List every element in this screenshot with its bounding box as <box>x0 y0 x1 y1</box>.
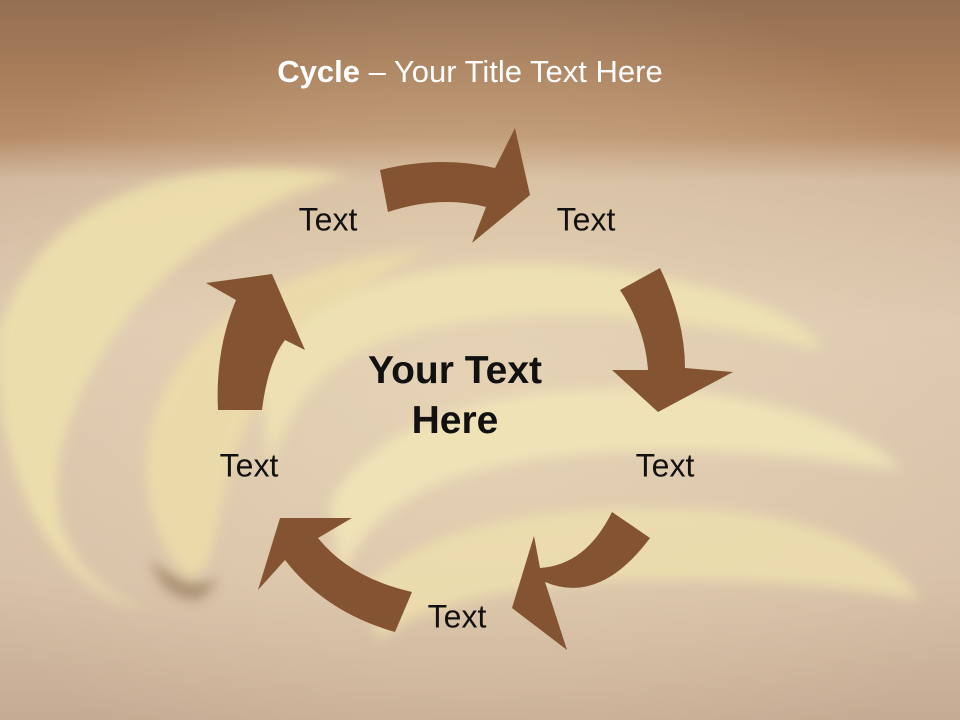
step-label-right: Text <box>635 447 695 484</box>
cycle-arrow-upper-right <box>612 268 733 412</box>
center-text-line2: Here <box>411 399 499 442</box>
center-text-line1: Your Text <box>367 349 543 393</box>
cycle-arrow-left <box>206 274 305 410</box>
step-label-left: Text <box>219 447 279 484</box>
title-rest: – Your Title Text Here <box>360 54 663 89</box>
center-text: Your Text Here <box>325 346 585 446</box>
cycle-arrow-lower-right <box>512 512 650 650</box>
title-bold: Cycle <box>277 54 360 89</box>
step-label-top-right: Text <box>556 201 616 238</box>
step-label-bottom: Text <box>427 598 487 635</box>
cycle-arrow-lower-left <box>258 518 412 632</box>
cycle-arrow-top <box>380 128 530 243</box>
cycle-arrows <box>206 128 733 650</box>
slide-title: Cycle – Your Title Text Here <box>0 54 940 90</box>
step-label-top-left: Text <box>298 201 358 238</box>
